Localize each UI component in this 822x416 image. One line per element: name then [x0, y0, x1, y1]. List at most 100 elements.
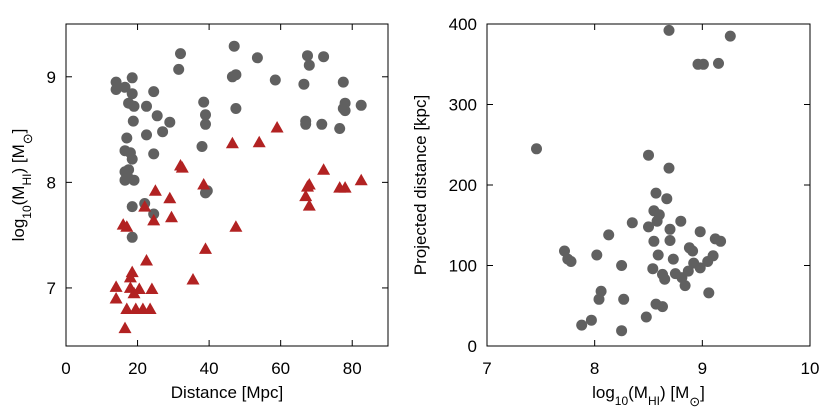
data-point	[663, 162, 675, 174]
data-point	[713, 57, 724, 69]
data-point	[126, 201, 138, 213]
data-point	[591, 249, 603, 261]
data-point	[157, 126, 169, 138]
data-point	[603, 229, 615, 241]
data-point	[124, 147, 136, 159]
data-point	[302, 178, 316, 190]
data-point	[651, 215, 663, 227]
data-point	[128, 100, 140, 112]
data-point	[196, 141, 208, 152]
y-tick-label: 200	[449, 176, 477, 195]
data-point	[679, 280, 691, 292]
y-axis-label: Projected distance [kpc]	[411, 95, 430, 275]
data-point	[576, 319, 588, 331]
data-point	[199, 242, 212, 254]
data-point	[334, 123, 346, 134]
data-point	[650, 187, 662, 199]
x-tick-label: 8	[590, 359, 599, 378]
data-point	[298, 78, 310, 90]
data-point	[303, 59, 315, 71]
data-point	[724, 30, 736, 42]
data-point	[126, 88, 138, 100]
x-axis-label: log10(MHI) [M⊙]	[592, 383, 705, 409]
data-point	[151, 110, 163, 122]
data-point	[269, 74, 281, 86]
data-point	[657, 301, 668, 313]
data-point	[355, 99, 367, 111]
x-tick-label: 20	[128, 359, 147, 378]
data-point	[109, 292, 123, 304]
data-point	[316, 118, 328, 130]
x-tick-label: 0	[61, 359, 70, 378]
data-point	[175, 48, 186, 60]
data-point	[148, 148, 160, 160]
data-point	[126, 72, 138, 84]
data-point	[110, 84, 122, 95]
data-point	[302, 50, 313, 62]
data-point	[659, 273, 671, 285]
data-point	[186, 273, 200, 285]
data-point	[127, 115, 139, 127]
data-point	[143, 302, 157, 314]
data-point	[643, 149, 654, 161]
data-point	[354, 173, 368, 186]
x-tick-label: 40	[200, 359, 219, 378]
data-point	[138, 200, 152, 212]
data-point	[337, 76, 349, 88]
y-axis-label: log10(MHI) [M⊙]	[9, 129, 35, 242]
data-point	[126, 231, 138, 243]
y-tick-label: 9	[47, 68, 56, 87]
data-point	[251, 52, 263, 64]
data-point	[661, 193, 673, 205]
y-tick-label: 100	[449, 257, 477, 276]
data-point	[148, 184, 162, 196]
y-tick-label: 300	[449, 96, 477, 115]
x-tick-label: 10	[801, 359, 820, 378]
data-point	[585, 314, 597, 326]
data-point	[164, 116, 176, 128]
data-point	[616, 260, 628, 271]
data-point	[165, 210, 178, 223]
data-point	[694, 262, 706, 274]
y-tick-label: 0	[468, 337, 477, 356]
data-point	[119, 81, 131, 93]
data-point	[647, 263, 659, 275]
data-point	[128, 174, 140, 186]
data-point	[252, 135, 266, 148]
x-tick-label: 80	[343, 359, 362, 378]
data-point	[145, 282, 159, 294]
data-point	[148, 86, 160, 98]
data-point	[715, 235, 727, 247]
data-point	[664, 235, 676, 246]
data-point	[225, 136, 239, 149]
data-point	[663, 24, 675, 36]
data-point	[616, 325, 628, 337]
data-point	[618, 293, 630, 305]
data-point	[141, 100, 152, 112]
data-point	[703, 287, 715, 299]
data-point	[300, 118, 312, 130]
data-point	[198, 96, 210, 108]
data-point	[109, 280, 123, 292]
data-point	[118, 321, 132, 334]
data-point	[626, 217, 638, 229]
data-point	[175, 161, 189, 173]
data-point	[682, 265, 694, 277]
data-point	[120, 220, 134, 232]
data-point	[652, 249, 664, 261]
data-point	[163, 191, 177, 204]
plot-frame	[65, 23, 389, 347]
data-point	[694, 226, 706, 238]
data-point	[697, 58, 709, 70]
data-point	[120, 302, 134, 314]
data-point	[229, 220, 243, 232]
data-point	[593, 293, 605, 305]
data-point	[230, 103, 242, 114]
data-point	[675, 215, 687, 227]
plot-frame	[486, 23, 811, 347]
x-tick-label: 9	[698, 359, 707, 378]
y-tick-label: 8	[47, 173, 56, 192]
